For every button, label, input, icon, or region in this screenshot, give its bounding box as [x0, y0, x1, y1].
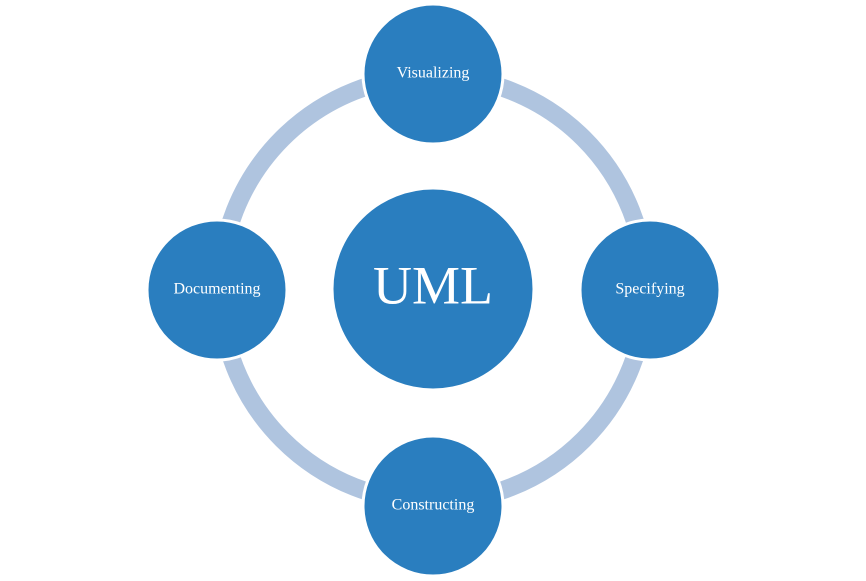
- node-visualizing-circle: [361, 2, 505, 146]
- node-constructing: Constructing: [361, 434, 505, 578]
- center-node: UML: [330, 186, 536, 392]
- node-specifying-circle: [578, 218, 722, 362]
- center-node-circle: [330, 186, 536, 392]
- node-visualizing-label: Visualizing: [397, 65, 470, 82]
- node-documenting-label: Documenting: [173, 281, 260, 298]
- node-specifying-label: Specifying: [615, 281, 684, 298]
- node-specifying: Specifying: [578, 218, 722, 362]
- node-constructing-label: Constructing: [392, 497, 475, 514]
- node-documenting-circle: [145, 218, 289, 362]
- center-node-label: UML: [373, 255, 493, 315]
- node-documenting: Documenting: [145, 218, 289, 362]
- node-visualizing: Visualizing: [361, 2, 505, 146]
- node-constructing-circle: [361, 434, 505, 578]
